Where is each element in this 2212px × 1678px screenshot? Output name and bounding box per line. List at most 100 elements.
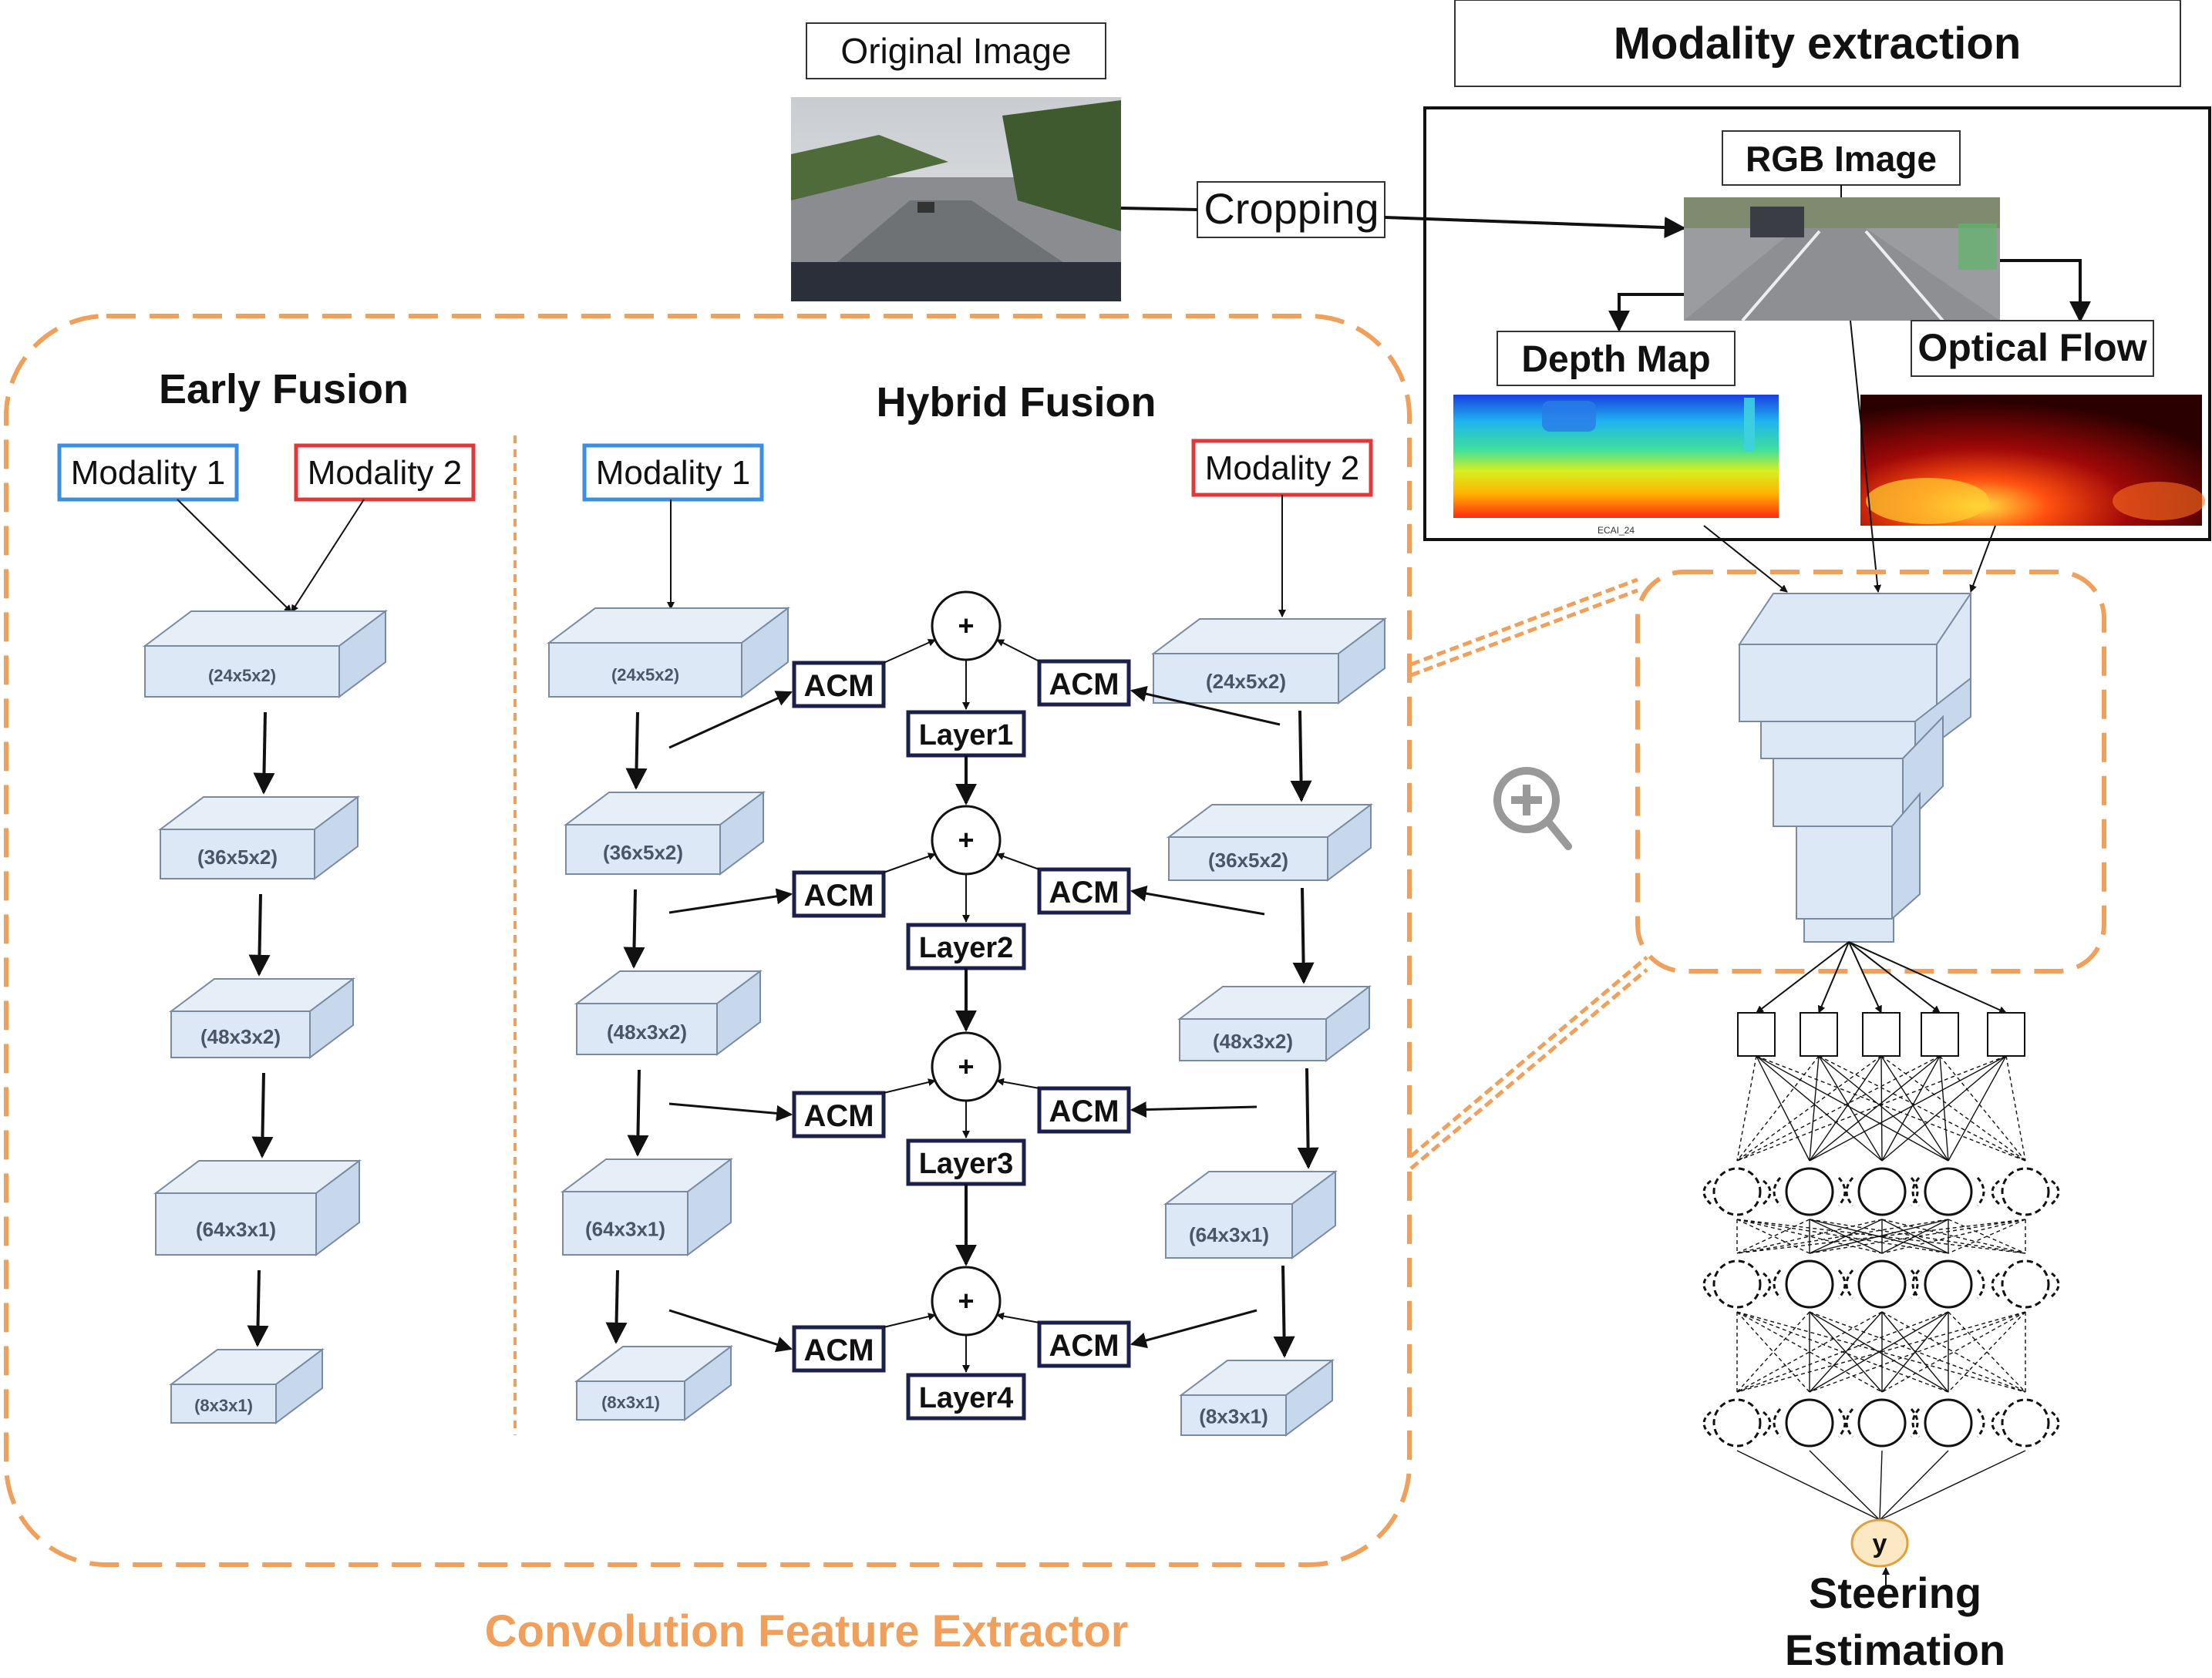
hybrid-fusion-blocks: (24x5x2) (36x5x2) (48x3x2) (64x3x1) (8x3x1) (… — [547, 607, 1387, 1437]
layer-label: Layer3 — [919, 1148, 1014, 1180]
neural-network-head — [1702, 941, 2060, 1521]
conv-block-right: (36x5x2) — [1167, 803, 1373, 882]
layer-label: Layer1 — [919, 719, 1014, 752]
output-node-label: y — [1873, 1529, 1887, 1559]
acm-box-right — [1037, 1320, 1131, 1368]
conv-block-right: (24x5x2) — [1151, 617, 1387, 704]
block-dim-label: (8x3x1) — [1199, 1404, 1268, 1427]
hidden-node — [1857, 1167, 1907, 1216]
hidden-node — [1785, 1398, 1834, 1448]
original-image-photo — [791, 97, 1121, 301]
zoom-in-icon — [1493, 767, 1572, 850]
original-image-section: Original Image — [791, 22, 1121, 301]
block-dim-label: (24x5x2) — [208, 666, 276, 685]
depth-map-image — [1453, 395, 1779, 518]
layer-box — [906, 923, 1026, 970]
acm-box-right — [1037, 1086, 1131, 1134]
conv-block: (24x5x2) — [143, 610, 388, 698]
acm-label: ACM — [803, 879, 874, 913]
sum-symbol: + — [958, 1285, 974, 1317]
conv-block: (64x3x1) — [153, 1159, 362, 1256]
block-dim-label: (8x3x1) — [601, 1393, 660, 1412]
hidden-node — [1924, 1167, 1973, 1216]
steering-label-line2: Estimation — [1785, 1626, 2005, 1674]
hidden-node — [1924, 1398, 1973, 1448]
block-dim-label: (24x5x2) — [611, 665, 679, 684]
rgb-image-label: RGB Image — [1746, 139, 1937, 179]
hidden-node — [1857, 1398, 1907, 1448]
hybrid-modality1: Modality 1 — [596, 454, 751, 492]
hidden-node — [1857, 1259, 1907, 1309]
input-unit — [1800, 1012, 1838, 1057]
hybrid-modality2: Modality 2 — [1205, 449, 1360, 487]
fusion-stage: + ACM ACM Layer1 — [668, 590, 1281, 805]
modality-box — [1423, 106, 2211, 541]
modality-extraction-panel: Modality extraction RGB Image Depth Map … — [1423, 0, 2211, 541]
block-dim-label: (36x5x2) — [197, 846, 278, 869]
early-modality1: Modality 1 — [71, 454, 226, 492]
dropout-node — [1712, 1167, 1762, 1216]
acm-box-right — [1037, 659, 1131, 707]
layer-label: Layer4 — [919, 1382, 1014, 1414]
acm-box-left — [792, 1325, 886, 1373]
dropout-node — [2001, 1398, 2050, 1448]
feature-extractor-label: Convolution Feature Extractor — [485, 1606, 1129, 1656]
early-fusion-title: Early Fusion — [159, 366, 409, 412]
layer-box — [906, 1138, 1026, 1186]
input-unit — [1987, 1012, 2025, 1057]
zoom-frame — [1635, 570, 2106, 974]
block-dim-label: (36x5x2) — [603, 841, 683, 864]
conv-block-left: (24x5x2) — [547, 607, 790, 698]
modality-title: Modality extraction — [1614, 18, 2022, 69]
layer-label: Layer2 — [919, 932, 1014, 964]
block-dim-label: (48x3x2) — [1213, 1030, 1293, 1053]
early-modality2: Modality 2 — [308, 454, 463, 492]
conv-block-left: (8x3x1) — [574, 1345, 733, 1421]
acm-label: ACM — [1049, 668, 1119, 701]
early-modality2-box — [294, 443, 476, 502]
dropout-node — [2001, 1167, 2050, 1216]
acm-box-right — [1037, 867, 1131, 915]
sum-symbol: + — [958, 610, 974, 641]
acm-label: ACM — [1049, 1329, 1119, 1363]
block-dim-label: (64x3x1) — [585, 1217, 665, 1240]
input-unit — [1737, 1012, 1776, 1057]
block-dim-label: (48x3x2) — [200, 1025, 281, 1048]
early-fusion-blocks: (24x5x2)(36x5x2)(48x3x2)(64x3x1)(8x3x1) — [143, 610, 388, 1424]
modality-title-box — [1454, 0, 2181, 87]
fusion-stage: + ACM ACM Layer4 — [668, 1266, 1258, 1421]
hidden-node — [1785, 1259, 1834, 1309]
rgb-image — [1684, 197, 2000, 322]
dropout-node — [1712, 1398, 1762, 1448]
conv-block-left: (64x3x1) — [561, 1158, 733, 1256]
optical-flow-image — [1860, 395, 2205, 526]
depth-map-caption: ECAI_24 — [1598, 525, 1635, 536]
conv-block-left: (36x5x2) — [564, 791, 766, 876]
input-unit — [1862, 1012, 1901, 1057]
layer-box — [906, 1373, 1026, 1421]
conv-block-left: (48x3x2) — [574, 970, 763, 1056]
original-image-label: Original Image — [840, 31, 1071, 71]
block-dim-label: (36x5x2) — [1208, 849, 1288, 872]
input-unit — [1921, 1012, 1959, 1057]
block-dim-label: (48x3x2) — [607, 1021, 687, 1044]
cropping-label: Cropping — [1204, 184, 1379, 233]
hybrid-modality1-box — [582, 443, 764, 502]
acm-box-left — [792, 661, 886, 708]
block-dim-label: (24x5x2) — [1206, 670, 1286, 693]
acm-label: ACM — [803, 669, 874, 703]
cropping-step: Cropping — [1197, 181, 1385, 238]
block-dim-label: (64x3x1) — [1189, 1223, 1269, 1246]
sum-symbol: + — [958, 1051, 974, 1082]
stacked-conv-block — [1738, 590, 1972, 943]
conv-block: (48x3x2) — [169, 977, 355, 1059]
hidden-node — [1924, 1259, 1973, 1309]
early-modality1-box — [57, 443, 239, 502]
conv-block-right: (64x3x1) — [1163, 1170, 1338, 1259]
acm-label: ACM — [803, 1333, 874, 1367]
conv-block-right: (48x3x2) — [1177, 985, 1372, 1062]
